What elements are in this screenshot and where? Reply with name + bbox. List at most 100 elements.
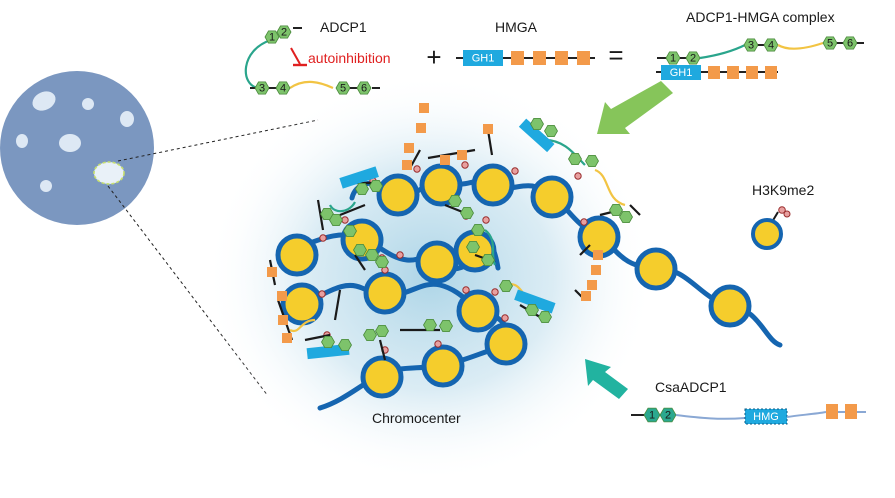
linker: [289, 318, 316, 333]
nucleosome: [708, 284, 752, 328]
at-hook: [278, 315, 288, 325]
zoom-line: [107, 185, 269, 397]
domain-number: 5: [340, 83, 346, 95]
gh1-domain: [339, 166, 379, 189]
gh1-domain: [306, 343, 350, 360]
h3k9me2-label: H3K9me2: [752, 182, 814, 198]
nucleosome-group: [275, 163, 752, 399]
domain-number: 4: [768, 40, 774, 52]
nucleus-spot: [82, 98, 94, 110]
at-hook: [727, 66, 739, 79]
domain-number: 1: [269, 32, 275, 44]
complex-label: ADCP1-HMGA complex: [686, 9, 835, 25]
h3k9me2-mark: [434, 340, 442, 348]
tudor-domain: [822, 36, 838, 50]
at-hook: [587, 280, 597, 290]
at-hook: [277, 291, 287, 301]
nucleosome: [275, 233, 319, 277]
at-hook: [533, 51, 546, 65]
h3k9me2-mark: [319, 234, 327, 242]
gh1-domain: [463, 50, 503, 66]
h3k9me2-mark: [511, 167, 519, 175]
at-hook: [708, 66, 720, 79]
tudor-domain: [338, 338, 352, 352]
connector: [339, 203, 366, 217]
arrow-shape: [597, 81, 673, 134]
domain-number: 5: [827, 38, 833, 50]
nucleosome: [363, 271, 407, 315]
green-arrow: [597, 81, 673, 134]
autoinhibition-mark: [290, 47, 307, 67]
at-hook: [577, 51, 590, 65]
nucleosome: [415, 240, 459, 284]
tudor-domain: [423, 318, 437, 332]
tudor-domain: [842, 36, 858, 50]
tudor-domain: [525, 303, 539, 317]
gh1-domain: [661, 65, 701, 80]
tudor-domain: [466, 240, 480, 254]
at-hook: [511, 51, 524, 65]
adcp1-linker: [244, 38, 272, 90]
at-hook: [416, 123, 426, 133]
tudor-domain: [369, 179, 383, 193]
at-hook: [826, 404, 838, 419]
nucleus-spot: [16, 134, 28, 148]
connector: [316, 199, 325, 231]
nucleosome: [360, 355, 404, 399]
tudor-domain: [530, 118, 544, 131]
domain-number: 4: [280, 83, 286, 95]
domain-number: 1: [670, 53, 676, 65]
linker: [594, 168, 626, 207]
domain-label: GH1: [472, 53, 495, 65]
connector: [629, 204, 641, 216]
tudor-domain: [585, 154, 599, 168]
nucleosome: [634, 247, 678, 291]
teal-arrow: [585, 359, 628, 399]
adcp1-label: ADCP1: [320, 19, 367, 35]
tudor-domain: [276, 25, 292, 39]
domain-number: 2: [665, 410, 671, 422]
h3k9me2-mark: [413, 165, 421, 173]
connector: [579, 244, 591, 256]
tudor-domain: [275, 81, 291, 95]
tudor-domain: [335, 81, 351, 95]
tudor-domain: [264, 30, 280, 44]
at-hook: [419, 103, 429, 113]
tudor-domain: [481, 253, 495, 267]
nucleosome: [280, 282, 324, 326]
tudor-domain: [448, 194, 462, 208]
h3k9me2-mark: [462, 286, 470, 294]
h3k9me2-mark: [482, 216, 490, 224]
gh1-domain: [518, 118, 555, 153]
tudor-domain: [685, 51, 701, 65]
connector: [333, 289, 342, 321]
nucleosome: [456, 289, 500, 333]
csaadcp1-label: CsaADCP1: [655, 379, 727, 395]
at-hook: [483, 124, 493, 134]
gh1-domain: [514, 289, 556, 314]
tudor-domain: [321, 335, 335, 349]
tudor-domain: [544, 125, 558, 138]
at-hook: [746, 66, 758, 79]
tudor-domain: [743, 38, 759, 52]
connector: [354, 254, 366, 271]
linker: [675, 414, 746, 420]
connector: [486, 129, 494, 156]
linker: [484, 229, 497, 266]
at-hook: [555, 51, 568, 65]
at-hook: [402, 160, 412, 170]
tudor-domain: [609, 203, 623, 217]
tudor-domain: [568, 152, 582, 166]
connector: [378, 339, 387, 361]
tudor-domain: [356, 81, 372, 95]
linker: [329, 201, 356, 213]
hmga-protein: GH1: [456, 50, 595, 66]
domain-number: 2: [690, 53, 696, 65]
linker: [777, 41, 824, 50]
domain-number: 1: [649, 410, 655, 422]
linker: [786, 411, 827, 418]
